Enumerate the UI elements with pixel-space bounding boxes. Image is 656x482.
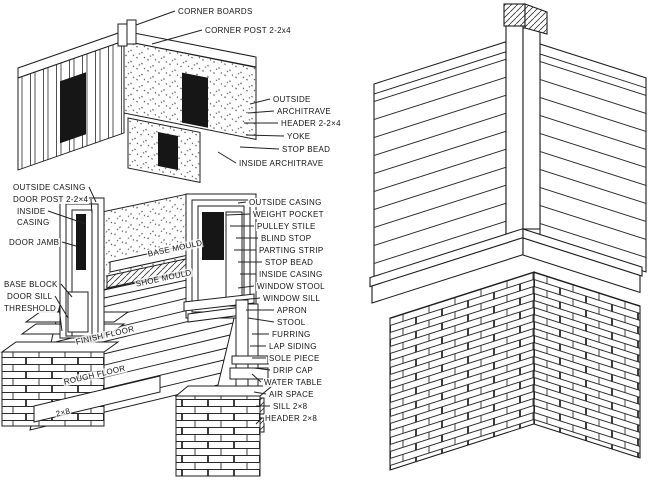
leader-line: [88, 186, 97, 203]
leader-line: [247, 110, 275, 114]
leader-line: [237, 285, 255, 289]
corner-board-left: [505, 23, 524, 235]
leader-line: [90, 198, 93, 215]
leader-line: [60, 283, 73, 298]
leader-line: [54, 295, 69, 319]
leader-line: [135, 10, 176, 26]
corner-board-right: [522, 27, 541, 230]
corner-post-end-cut-side: [524, 3, 548, 35]
leader-line: [151, 29, 203, 45]
leader-line: [239, 146, 280, 150]
leader-line: [255, 417, 263, 425]
corner-board-b: [126, 19, 137, 45]
door-frame: [59, 197, 105, 339]
brick-foundation-left: [389, 271, 535, 471]
leader-lines: [47, 10, 285, 425]
leader-line: [253, 391, 267, 395]
leader-line: [249, 98, 271, 105]
corner-post-end-cut: [503, 3, 526, 27]
leader-line: [251, 373, 262, 383]
water-table-right: [522, 228, 643, 294]
leader-line: [247, 317, 275, 323]
siding-right-face: [539, 43, 647, 273]
corner-board-a: [117, 23, 128, 47]
right-wall-plaster-face: [123, 40, 257, 141]
leader-line: [58, 307, 63, 332]
inner-return-face: [127, 117, 201, 184]
framing-cutaway-view: [0, 19, 274, 477]
mid-brick-pier: [175, 395, 261, 477]
left-pier-cap: [0, 341, 120, 353]
leader-line: [47, 210, 87, 225]
exterior-corner-view: [369, 3, 647, 471]
water-table-left: [369, 227, 524, 304]
leader-line: [217, 151, 237, 164]
brick-foundation-right: [533, 271, 641, 459]
leader-line: [245, 134, 285, 137]
leader-line: [239, 297, 261, 301]
leader-line: [253, 367, 271, 371]
leader-line: [61, 241, 77, 247]
left-wall-studs: [17, 40, 125, 171]
leader-line: [225, 213, 251, 216]
leader-line: [237, 201, 247, 204]
mid-pier-cap: [174, 385, 274, 397]
